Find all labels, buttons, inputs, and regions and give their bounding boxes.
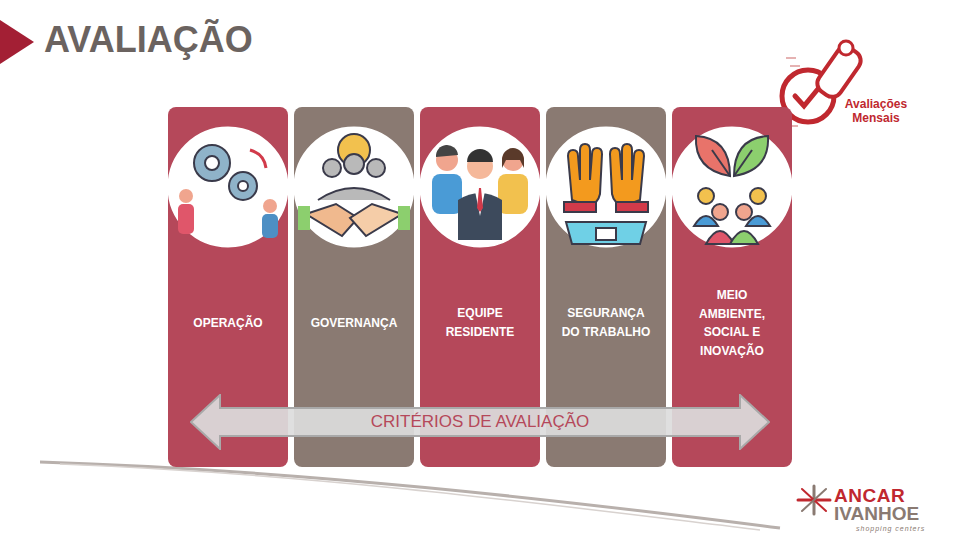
evaluation-logo (782, 41, 865, 126)
arrow-label: CRITÉRIOS DE AVALIAÇÃO (190, 411, 770, 433)
criterion-label: GOVERNANÇA (294, 314, 414, 333)
criterion-text: OPERAÇÃO (193, 314, 262, 333)
company-logo (798, 486, 830, 514)
criterion-label: OPERAÇÃO (168, 314, 288, 333)
swoosh-line (60, 464, 760, 530)
brand-name: ANCAR (834, 486, 905, 506)
criterion-text: EQUIPE RESIDENTE (432, 304, 528, 341)
brand-name: IVANHOE (834, 504, 919, 524)
arrow-outline (191, 395, 769, 449)
logo-caption: Avaliações Mensais (836, 97, 916, 125)
title-triangle (0, 20, 34, 64)
slide-title: AVALIAÇÃO (44, 18, 253, 62)
criteria-arrow: CRITÉRIOS DE AVALIAÇÃO (190, 394, 770, 450)
brand-tagline: shopping centers (856, 524, 925, 533)
criterion-label: EQUIPE RESIDENTE (420, 304, 540, 341)
criterion-label: SEGURANÇA DO TRABALHO (546, 304, 666, 341)
criterion-text: SEGURANÇA DO TRABALHO (558, 304, 654, 341)
criterion-label: MEIO AMBIENTE, SOCIAL E INOVAÇÃO (672, 286, 792, 360)
criterion-text: GOVERNANÇA (311, 314, 398, 333)
swoosh-line (40, 462, 780, 528)
criterion-text: MEIO AMBIENTE, SOCIAL E INOVAÇÃO (684, 286, 780, 360)
